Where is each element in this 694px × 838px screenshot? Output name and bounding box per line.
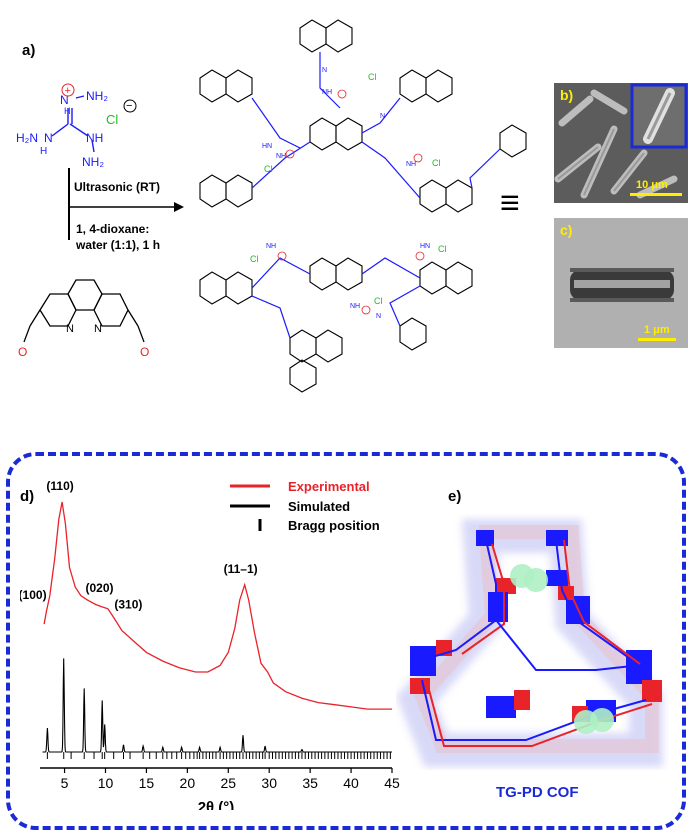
reaction-vertical-line xyxy=(68,168,70,240)
x-tick-label: 30 xyxy=(261,775,277,791)
sem-rods-image xyxy=(554,83,688,203)
svg-text:O: O xyxy=(140,345,149,359)
svg-text:Cl: Cl xyxy=(438,244,447,254)
peak-label: (310) xyxy=(114,598,142,612)
svg-text:NH₂: NH₂ xyxy=(82,155,104,169)
svg-text:N: N xyxy=(66,323,74,335)
svg-text:N: N xyxy=(380,113,385,120)
cof-name-label: TG-PD COF xyxy=(496,784,579,801)
sem-micrograph: b) 10 μm xyxy=(554,83,688,203)
svg-text:NH: NH xyxy=(86,131,103,145)
panel-label-a: a) xyxy=(22,42,36,59)
sem-scale-bar xyxy=(630,193,682,196)
tem-rod-image xyxy=(554,218,688,348)
panel-label-b: b) xyxy=(560,87,574,103)
peak-label: (11–1) xyxy=(224,562,258,576)
svg-text:N: N xyxy=(44,131,53,145)
svg-text:Cl: Cl xyxy=(368,72,377,82)
svg-text:H: H xyxy=(64,106,71,116)
svg-text:Cl: Cl xyxy=(264,164,273,174)
svg-text:N: N xyxy=(94,323,102,335)
cof-space-filling-model xyxy=(396,519,663,767)
x-tick-label: 10 xyxy=(98,775,114,791)
peak-label: (020) xyxy=(85,581,113,595)
svg-text:O: O xyxy=(18,345,27,359)
tem-scale-bar xyxy=(638,338,676,341)
x-tick-label: 35 xyxy=(302,775,318,791)
x-axis-label: 2θ (°) xyxy=(198,799,235,810)
svg-text:Cl: Cl xyxy=(432,158,441,168)
phenanthroline-dialdehyde-structure: N N O O xyxy=(18,279,149,359)
panel-label-e: e) xyxy=(448,488,462,505)
svg-text:H: H xyxy=(40,146,47,157)
svg-text:NH: NH xyxy=(350,303,360,310)
sem-scale-label: 10 μm xyxy=(636,179,668,191)
equivalent-symbol: ≡ xyxy=(500,184,520,222)
x-tick-label: 15 xyxy=(139,775,155,791)
svg-text:N: N xyxy=(376,313,381,320)
triaminoguanidinium-structure: N NH₂ H₂N N H NH NH₂ H + − xyxy=(16,83,137,169)
condition-solvent: 1, 4-dioxane: xyxy=(76,222,150,236)
svg-text:Cl: Cl xyxy=(374,296,383,306)
pxrd-chart: 5 10 15 20 25 30 35 40 45 2θ (°) (100) (110) (020)(3… xyxy=(20,479,400,810)
peak-label: (110) xyxy=(46,479,73,493)
condition-ultrasonic: Ultrasonic (RT) xyxy=(74,180,161,194)
svg-text:−: − xyxy=(126,100,132,112)
x-tick-label: 40 xyxy=(343,775,359,791)
reaction-arrow xyxy=(68,202,184,212)
svg-text:HN: HN xyxy=(262,143,272,150)
dashed-frame xyxy=(6,452,686,830)
x-tick-label: 20 xyxy=(180,775,196,791)
tem-micrograph: c) 1 μm xyxy=(554,218,688,348)
svg-text:HN: HN xyxy=(420,243,430,250)
chloride-label: Cl xyxy=(106,112,119,127)
svg-text:+: + xyxy=(65,85,71,97)
peak-label: (100) xyxy=(20,588,47,602)
legend-experimental-label: Experimental xyxy=(288,479,370,494)
panel-label-c: c) xyxy=(560,222,573,238)
x-tick-label: 5 xyxy=(61,775,69,791)
tem-scale-label: 1 μm xyxy=(644,324,670,336)
x-tick-label: 25 xyxy=(220,775,236,791)
x-tick-label: 45 xyxy=(384,775,400,791)
simulated-pattern-line xyxy=(42,658,392,753)
svg-text:NH₂: NH₂ xyxy=(86,89,108,103)
legend-bragg-label: Bragg position xyxy=(288,518,380,533)
experimental-pattern-line xyxy=(43,501,392,710)
svg-text:Cl: Cl xyxy=(250,254,259,264)
condition-ratio-time: water (1:1), 1 h xyxy=(76,238,161,252)
svg-text:NH: NH xyxy=(276,153,286,160)
svg-text:NH: NH xyxy=(406,161,416,168)
legend-simulated-label: Simulated xyxy=(288,499,350,514)
svg-text:NH: NH xyxy=(322,89,332,96)
svg-text:N: N xyxy=(322,67,327,74)
panel-label-d: d) xyxy=(20,488,35,505)
svg-text:NH: NH xyxy=(266,243,276,250)
svg-text:N: N xyxy=(60,93,69,107)
svg-text:H₂N: H₂N xyxy=(16,131,38,145)
